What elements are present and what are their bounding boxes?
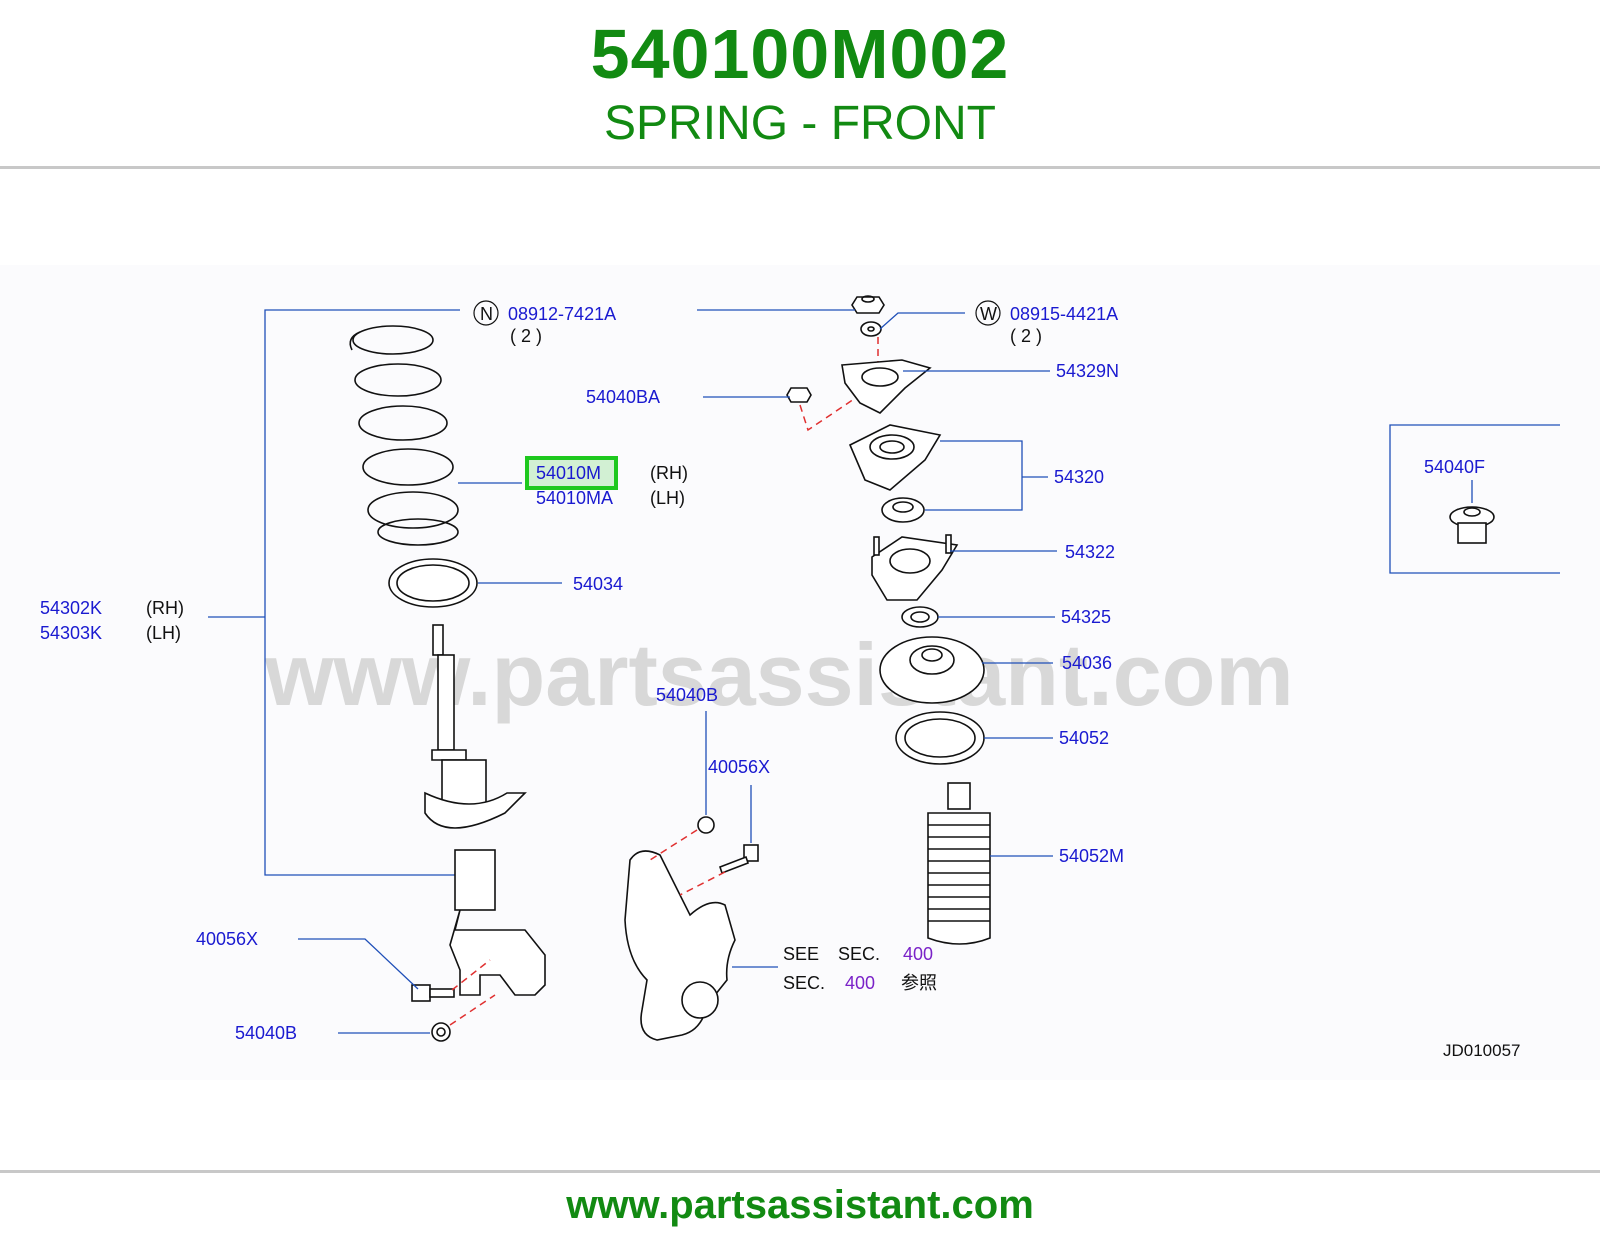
small-nut-part[interactable] bbox=[786, 387, 812, 403]
label-rh-spring: (RH) bbox=[650, 463, 688, 483]
strut-bolt-part[interactable] bbox=[411, 984, 455, 1002]
label-54052[interactable]: 54052 bbox=[1059, 728, 1109, 748]
nut-quantity: ( 2 ) bbox=[510, 326, 542, 346]
part-name-subtitle: SPRING - FRONT bbox=[604, 97, 996, 150]
sec-text-2: SEC. bbox=[783, 973, 825, 993]
mount-nut-part[interactable] bbox=[851, 295, 885, 314]
strut-mount-part[interactable] bbox=[871, 534, 959, 601]
label-54010m[interactable]: 54010M bbox=[536, 463, 601, 483]
highlight-box bbox=[525, 456, 618, 490]
footer-divider bbox=[0, 1170, 1600, 1173]
label-40056x-top[interactable]: 40056X bbox=[708, 757, 770, 777]
steering-knuckle-part[interactable] bbox=[624, 850, 736, 1041]
bump-stop-part[interactable] bbox=[1449, 506, 1495, 544]
label-08915-4421a[interactable]: 08915-4421A bbox=[1010, 304, 1118, 324]
part-number-title: 540100M002 bbox=[590, 15, 1010, 93]
coil-spring-part[interactable] bbox=[349, 325, 459, 546]
washer-quantity: ( 2 ) bbox=[1010, 326, 1042, 346]
label-54322[interactable]: 54322 bbox=[1065, 542, 1115, 562]
bound-bumper-part[interactable] bbox=[927, 782, 991, 945]
label-54320[interactable]: 54320 bbox=[1054, 467, 1104, 487]
page-header: 540100M002 SPRING - FRONT bbox=[0, 0, 1600, 168]
mount-washer-part[interactable] bbox=[860, 321, 882, 337]
label-08912-7421a[interactable]: 08912-7421A bbox=[508, 304, 616, 324]
knuckle-bolt-part[interactable] bbox=[718, 844, 759, 875]
see-text: SEE bbox=[783, 944, 819, 964]
label-54325[interactable]: 54325 bbox=[1061, 607, 1111, 627]
label-40056x-bottom[interactable]: 40056X bbox=[196, 929, 258, 949]
label-lh-spring: (LH) bbox=[650, 488, 685, 508]
rubber-seat-part[interactable] bbox=[895, 711, 985, 765]
footer-url[interactable]: www.partsassistant.com bbox=[566, 1183, 1034, 1227]
knuckle-nut-part[interactable] bbox=[697, 816, 715, 834]
reference-jp: 参照 bbox=[901, 973, 937, 993]
mount-plate-part[interactable] bbox=[841, 359, 932, 414]
insulator-bushing-part[interactable] bbox=[881, 497, 925, 523]
strut-assembly-bracket bbox=[208, 309, 460, 876]
label-lh-strut: (LH) bbox=[146, 623, 181, 643]
label-54303k[interactable]: 54303K bbox=[40, 623, 102, 643]
parts-diagram: www.partsassistant.com bbox=[0, 265, 1600, 1080]
strut-part[interactable] bbox=[424, 624, 546, 996]
label-54034[interactable]: 54034 bbox=[573, 574, 623, 594]
label-rh-strut: (RH) bbox=[146, 598, 184, 618]
parts-diagram-svg: www.partsassistant.com bbox=[40, 295, 1560, 1060]
bearing-seat-part[interactable] bbox=[901, 606, 939, 628]
washer-code: W bbox=[980, 304, 997, 324]
label-54052m[interactable]: 54052M bbox=[1059, 846, 1124, 866]
label-54329n[interactable]: 54329N bbox=[1056, 361, 1119, 381]
spring-seat-part[interactable] bbox=[388, 558, 478, 608]
strut-insulator-part[interactable] bbox=[848, 424, 942, 491]
sec-link-1[interactable]: 400 bbox=[903, 944, 933, 964]
nut-code-circle bbox=[473, 300, 499, 326]
watermark-text: www.partsassistant.com bbox=[264, 625, 1294, 724]
label-54302k[interactable]: 54302K bbox=[40, 598, 102, 618]
label-54040ba[interactable]: 54040BA bbox=[586, 387, 660, 407]
bump-stop-box bbox=[1389, 424, 1560, 574]
sec-link-2[interactable]: 400 bbox=[845, 973, 875, 993]
label-54010ma[interactable]: 54010MA bbox=[536, 488, 613, 508]
label-54040b-bottom[interactable]: 54040B bbox=[235, 1023, 297, 1043]
nut-code: N bbox=[480, 304, 493, 324]
label-54036[interactable]: 54036 bbox=[1062, 653, 1112, 673]
washer-code-circle bbox=[975, 300, 1001, 326]
strut-nut-part[interactable] bbox=[431, 1022, 451, 1042]
label-54040f[interactable]: 54040F bbox=[1424, 457, 1485, 477]
header-divider bbox=[0, 166, 1600, 169]
label-54040b-top[interactable]: 54040B bbox=[656, 685, 718, 705]
upper-seat-part[interactable] bbox=[879, 636, 985, 704]
sec-text-1: SEC. bbox=[838, 944, 880, 964]
diagram-id: JD010057 bbox=[1443, 1041, 1521, 1060]
